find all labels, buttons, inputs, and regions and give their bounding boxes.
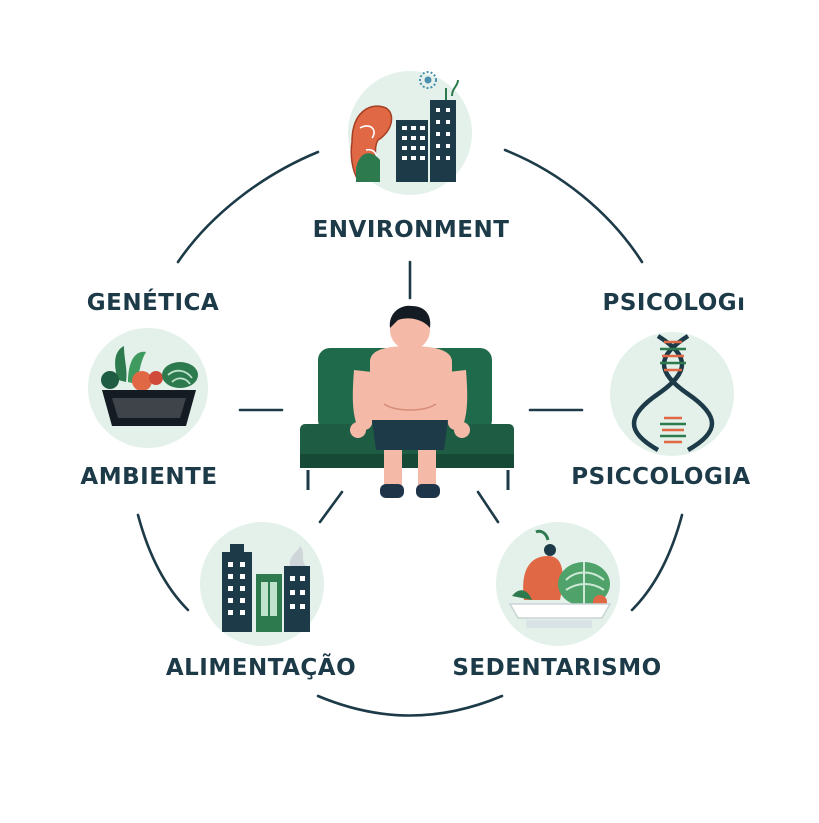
connectors	[238, 260, 584, 524]
food-plate-icon	[496, 522, 620, 646]
label-alimentacao: ALIMENTAÇÃO	[165, 655, 357, 681]
label-sedentarismo: SEDENTARISMO	[452, 655, 662, 681]
connector-bottom-left	[318, 490, 344, 524]
outer-ring	[136, 148, 684, 717]
label-psiccologia: PSICCOLOGIA	[571, 464, 751, 490]
ring-arc	[316, 694, 504, 717]
ring-arc	[630, 513, 684, 612]
city-buildings-icon	[200, 522, 324, 646]
ring-arc	[136, 513, 190, 612]
vegetable-basket-icon	[88, 328, 208, 448]
dna-icon	[610, 332, 734, 456]
label-environment: ENVIRONMENT	[312, 217, 510, 243]
person-on-sofa-icon	[300, 305, 514, 498]
label-psicologia-top: PSICOLOGı	[602, 290, 746, 316]
label-ambiente: AMBIENTE	[80, 464, 218, 490]
connector-bottom-right	[476, 490, 500, 524]
city-environment-icon	[348, 71, 472, 195]
ring-arc	[176, 150, 320, 264]
ring-arc	[503, 148, 644, 264]
label-genetica: GENÉTICA	[86, 290, 220, 316]
